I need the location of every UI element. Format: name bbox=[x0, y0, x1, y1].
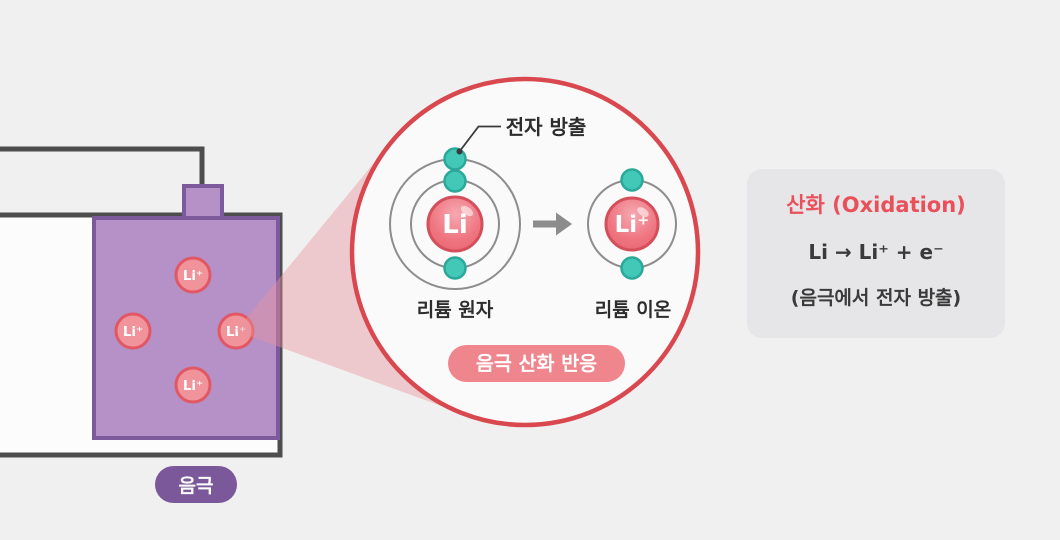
electron bbox=[443, 256, 467, 280]
anode-oxidation-badge-label: 음극 산화 반응 bbox=[476, 352, 597, 375]
nucleus-highlight bbox=[637, 207, 649, 217]
ion-symbol: Li⁺ bbox=[615, 212, 650, 238]
callout-line bbox=[458, 125, 501, 153]
lithium-ion-marker: Li⁺ bbox=[217, 312, 255, 350]
electron bbox=[620, 256, 644, 280]
lithium-atom: Li bbox=[389, 147, 521, 290]
anode-oxidation-badge: 음극 산화 반응 bbox=[448, 345, 625, 382]
reaction-arrow-icon bbox=[533, 212, 572, 236]
lithium-ion-atom: Li⁺ bbox=[587, 168, 677, 280]
lithium-ion-marker: Li⁺ bbox=[174, 256, 212, 294]
lithium-ion-caption: 리튬 이온 bbox=[595, 299, 672, 321]
electron-emission-label: 전자 방출 bbox=[506, 115, 587, 139]
info-title: 산화 (Oxidation) bbox=[786, 193, 966, 217]
circuit-wire bbox=[0, 146, 205, 192]
callout-dot bbox=[456, 148, 463, 155]
oxidation-info-box: 산화 (Oxidation) Li → Li⁺ + e⁻ (음극에서 전자 방출… bbox=[747, 169, 1005, 338]
info-note: (음극에서 전자 방출) bbox=[791, 287, 961, 309]
electron bbox=[443, 169, 467, 193]
atom-symbol: Li bbox=[442, 210, 467, 240]
electron bbox=[620, 168, 644, 192]
anode-label: 음극 bbox=[179, 475, 214, 497]
lithium-ion-marker: Li⁺ bbox=[174, 366, 212, 404]
ion-symbol: Li⁺ bbox=[183, 378, 203, 394]
anode-label-badge: 음극 bbox=[155, 466, 237, 503]
magnifier-circle bbox=[349, 76, 701, 428]
ion-symbol: Li⁺ bbox=[226, 324, 246, 340]
ion-symbol: Li⁺ bbox=[123, 324, 143, 340]
electron-emission-callout: 전자 방출 bbox=[456, 115, 587, 155]
oxidation-equation: Li → Li⁺ + e⁻ bbox=[808, 240, 943, 264]
nucleus-highlight bbox=[460, 205, 474, 217]
lithium-ion-marker: Li⁺ bbox=[114, 312, 152, 350]
lithium-atom-caption: 리튬 원자 bbox=[417, 299, 494, 321]
ion-symbol: Li⁺ bbox=[183, 268, 203, 284]
